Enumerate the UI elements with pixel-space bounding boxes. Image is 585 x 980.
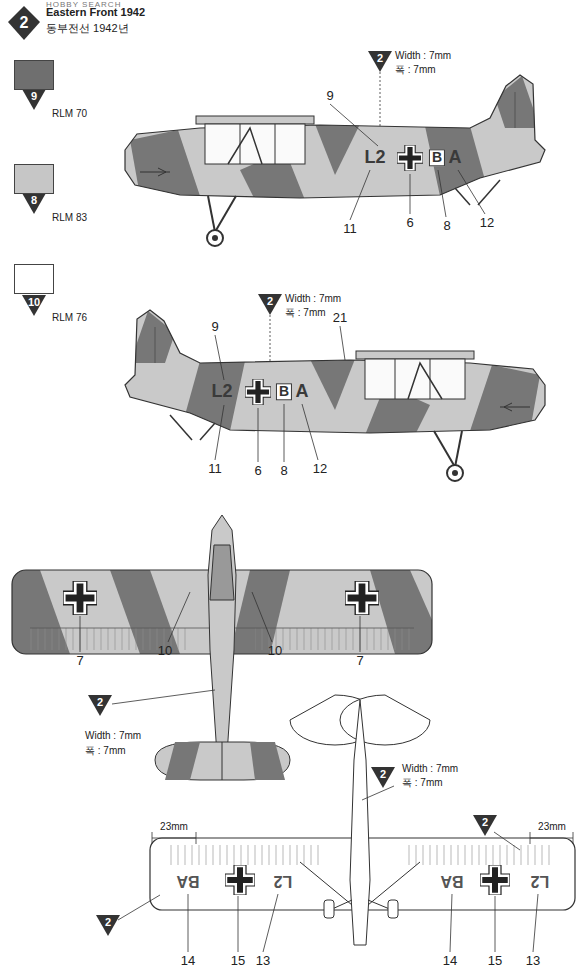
callout-number: 21 <box>333 311 347 325</box>
number-triangle <box>473 815 497 836</box>
color-name: RLM 83 <box>52 212 87 223</box>
callout-number: 11 <box>343 222 357 236</box>
color-swatch <box>14 264 54 294</box>
color-name: RLM 76 <box>52 312 87 323</box>
callout-number: 7 <box>356 654 363 668</box>
color-swatch <box>14 60 54 90</box>
callout-number: 8 <box>443 219 450 233</box>
callout-number: 6 <box>254 464 261 478</box>
dimension: 23mm <box>160 821 188 832</box>
code-letters: L2 <box>211 382 232 402</box>
callout-number: 13 <box>526 954 540 968</box>
number-triangle <box>371 767 395 788</box>
decal-number: 2 <box>482 816 488 828</box>
callout-number: 12 <box>313 462 327 476</box>
scheme-title: 동부전선 1942년 <box>46 22 129 34</box>
number-triangle <box>88 695 112 716</box>
callout-number: 7 <box>76 654 83 668</box>
code-letters: BA <box>176 872 199 890</box>
callout-number: 14 <box>443 954 457 968</box>
callout-number: 6 <box>406 216 413 230</box>
code-letters: A <box>449 148 462 168</box>
size-note: Width : 7mm <box>402 763 458 774</box>
code-letters: L2 <box>531 872 550 890</box>
number-triangle <box>22 89 46 110</box>
decal-number: 2 <box>267 295 273 307</box>
callout-number: 8 <box>280 464 287 478</box>
callout-number: 10 <box>158 644 172 658</box>
number-triangle <box>258 294 282 315</box>
size-note: Width : 7mm <box>85 730 141 741</box>
code-letters: L2 <box>274 872 293 890</box>
number-triangle <box>96 915 120 936</box>
size-note: 폭 : 7mm <box>285 307 326 318</box>
decal-number: 2 <box>380 768 386 780</box>
callout-number: 10 <box>268 644 282 658</box>
color-number: 10 <box>28 296 40 308</box>
code-letters: L2 <box>364 148 385 168</box>
callout-number: 15 <box>231 954 245 968</box>
color-number: 8 <box>31 194 37 206</box>
color-swatch <box>14 164 54 194</box>
dimension: 23mm <box>538 821 566 832</box>
code-letters: BA <box>440 872 463 890</box>
size-note: Width : 7mm <box>285 293 341 304</box>
callout-number: 12 <box>480 216 494 230</box>
number-triangle <box>22 295 46 316</box>
callout-number: 14 <box>181 954 195 968</box>
size-note: Width : 7mm <box>395 50 451 61</box>
decal-number: 2 <box>97 696 103 708</box>
scheme-title: Eastern Front 1942 <box>46 6 145 18</box>
decal-number: 2 <box>377 52 383 64</box>
callout-number: 11 <box>208 462 222 476</box>
code-letters: B <box>429 149 445 166</box>
callout-number: 13 <box>256 954 270 968</box>
callout-number: 15 <box>488 954 502 968</box>
scheme-number: 2 <box>20 14 29 32</box>
number-triangle <box>368 51 392 72</box>
size-note: 폭 : 7mm <box>395 64 436 75</box>
color-number: 9 <box>31 90 37 102</box>
callout-number: 9 <box>326 89 333 103</box>
code-letters: B <box>276 383 292 400</box>
code-letters: A <box>296 382 309 402</box>
size-note: 폭 : 7mm <box>402 777 443 788</box>
color-name: RLM 70 <box>52 108 87 119</box>
size-note: 폭 : 7mm <box>85 745 126 756</box>
callout-number: 9 <box>211 320 218 334</box>
decal-number: 2 <box>105 916 111 928</box>
number-triangle <box>22 193 46 214</box>
